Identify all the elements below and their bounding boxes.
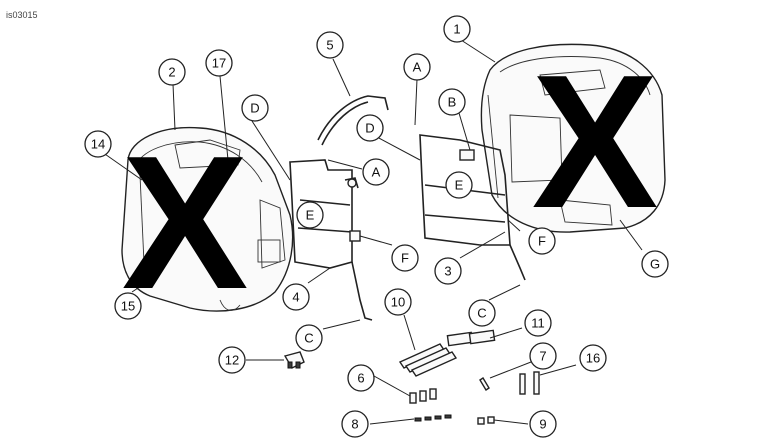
svg-text:A: A xyxy=(372,165,381,180)
callout-17: 17 xyxy=(205,49,233,77)
callout-16: 16 xyxy=(579,344,607,372)
svg-text:C: C xyxy=(304,331,313,346)
svg-text:D: D xyxy=(250,101,259,116)
svg-text:C: C xyxy=(477,306,486,321)
x-mark-right: X xyxy=(532,36,659,248)
svg-text:E: E xyxy=(455,178,464,193)
svg-text:4: 4 xyxy=(292,290,299,305)
callout-C-right: C xyxy=(468,299,496,327)
callout-4: 4 xyxy=(282,283,310,311)
svg-text:6: 6 xyxy=(357,371,364,386)
svg-text:8: 8 xyxy=(351,417,358,432)
right-mounting-bracket xyxy=(419,134,526,281)
strap-set-10 xyxy=(398,343,458,377)
top-rail xyxy=(317,95,389,146)
x-mark-left: X xyxy=(122,117,249,329)
svg-text:17: 17 xyxy=(212,56,226,71)
pads-11 xyxy=(446,329,496,347)
svg-text:D: D xyxy=(365,121,374,136)
svg-text:F: F xyxy=(538,234,546,249)
callout-11: 11 xyxy=(524,309,552,337)
right-saddlebag xyxy=(480,43,666,233)
callout-7: 7 xyxy=(529,342,557,370)
svg-text:A: A xyxy=(413,60,422,75)
svg-text:12: 12 xyxy=(225,353,239,368)
leader-lines xyxy=(101,39,643,425)
svg-text:1: 1 xyxy=(453,22,460,37)
svg-text:10: 10 xyxy=(391,295,405,310)
svg-text:3: 3 xyxy=(444,264,451,279)
svg-text:15: 15 xyxy=(121,299,135,314)
callout-10: 10 xyxy=(384,288,412,316)
callout-12: 12 xyxy=(218,346,246,374)
bracket-part-12 xyxy=(283,351,305,369)
svg-text:14: 14 xyxy=(91,137,105,152)
svg-text:E: E xyxy=(306,208,315,223)
callout-14: 14 xyxy=(84,130,112,158)
svg-text:F: F xyxy=(401,251,409,266)
callout-D-left: D xyxy=(241,94,269,122)
callout-E-right: E xyxy=(445,171,473,199)
callout-9: 9 xyxy=(529,410,557,438)
callout-A-top: A xyxy=(403,53,431,81)
callout-3: 3 xyxy=(434,257,462,285)
svg-text:16: 16 xyxy=(586,351,600,366)
bolts-16 xyxy=(519,371,540,395)
svg-text:9: 9 xyxy=(539,417,546,432)
callout-8: 8 xyxy=(341,410,369,438)
svg-text:7: 7 xyxy=(539,349,546,364)
callout-F-left: F xyxy=(391,244,419,272)
callout-D-center: D xyxy=(356,114,384,142)
svg-text:B: B xyxy=(448,95,457,110)
svg-text:G: G xyxy=(650,257,660,272)
screws-6 xyxy=(409,388,437,404)
svg-text:11: 11 xyxy=(531,316,545,331)
washers-8 xyxy=(414,414,452,422)
callout-15: 15 xyxy=(114,292,142,320)
callout-C-left: C xyxy=(295,324,323,352)
callout-6: 6 xyxy=(347,364,375,392)
callout-A-left: A xyxy=(362,158,390,186)
figure-id: is03015 xyxy=(6,10,38,20)
callout-B: B xyxy=(438,88,466,116)
left-saddlebag xyxy=(121,126,294,312)
callout-5: 5 xyxy=(316,31,344,59)
svg-text:2: 2 xyxy=(168,65,175,80)
callout-1: 1 xyxy=(443,15,471,43)
nuts-9 xyxy=(477,416,495,425)
callout-2: 2 xyxy=(158,58,186,86)
callout-E-left: E xyxy=(296,201,324,229)
callout-F-right: F xyxy=(528,227,556,255)
svg-text:5: 5 xyxy=(326,38,333,53)
callout-G: G xyxy=(641,250,669,278)
bolt-7 xyxy=(479,377,490,391)
